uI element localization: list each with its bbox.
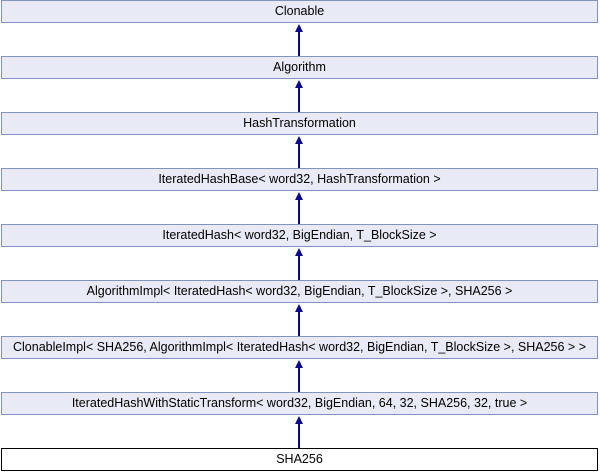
inheritance-arrow [295,191,303,224]
arrowhead-up-icon [295,80,303,88]
class-node-hashtransformation[interactable]: HashTransformation [1,112,598,135]
inheritance-arrow [295,23,303,56]
class-node-iteratedhash[interactable]: IteratedHash< word32, BigEndian, T_Block… [1,224,598,247]
arrow-shaft [298,199,300,224]
inheritance-arrow [295,415,303,448]
class-node-iteratedhashbase[interactable]: IteratedHashBase< word32, HashTransforma… [1,168,598,191]
inheritance-arrow [295,359,303,392]
arrowhead-up-icon [295,248,303,256]
inheritance-arrow [295,135,303,168]
arrow-shaft [298,311,300,336]
arrow-shaft [298,423,300,448]
class-node-algorithmimpl[interactable]: AlgorithmImpl< IteratedHash< word32, Big… [1,280,598,303]
inheritance-arrow [295,303,303,336]
class-node-clonable[interactable]: Clonable [1,0,598,23]
arrow-shaft [298,143,300,168]
arrowhead-up-icon [295,304,303,312]
class-node-sha256-current: SHA256 [1,448,598,471]
class-node-algorithm[interactable]: Algorithm [1,56,598,79]
inheritance-arrow [295,247,303,280]
arrowhead-up-icon [295,24,303,32]
class-node-iteratedhashwithstatictransform[interactable]: IteratedHashWithStaticTransform< word32,… [1,392,598,415]
inheritance-arrow [295,79,303,112]
arrowhead-up-icon [295,416,303,424]
arrowhead-up-icon [295,136,303,144]
arrow-shaft [298,367,300,392]
arrow-shaft [298,255,300,280]
arrowhead-up-icon [295,192,303,200]
class-node-clonableimpl[interactable]: ClonableImpl< SHA256, AlgorithmImpl< Ite… [1,336,598,359]
arrow-shaft [298,87,300,112]
arrow-shaft [298,31,300,56]
arrowhead-up-icon [295,360,303,368]
